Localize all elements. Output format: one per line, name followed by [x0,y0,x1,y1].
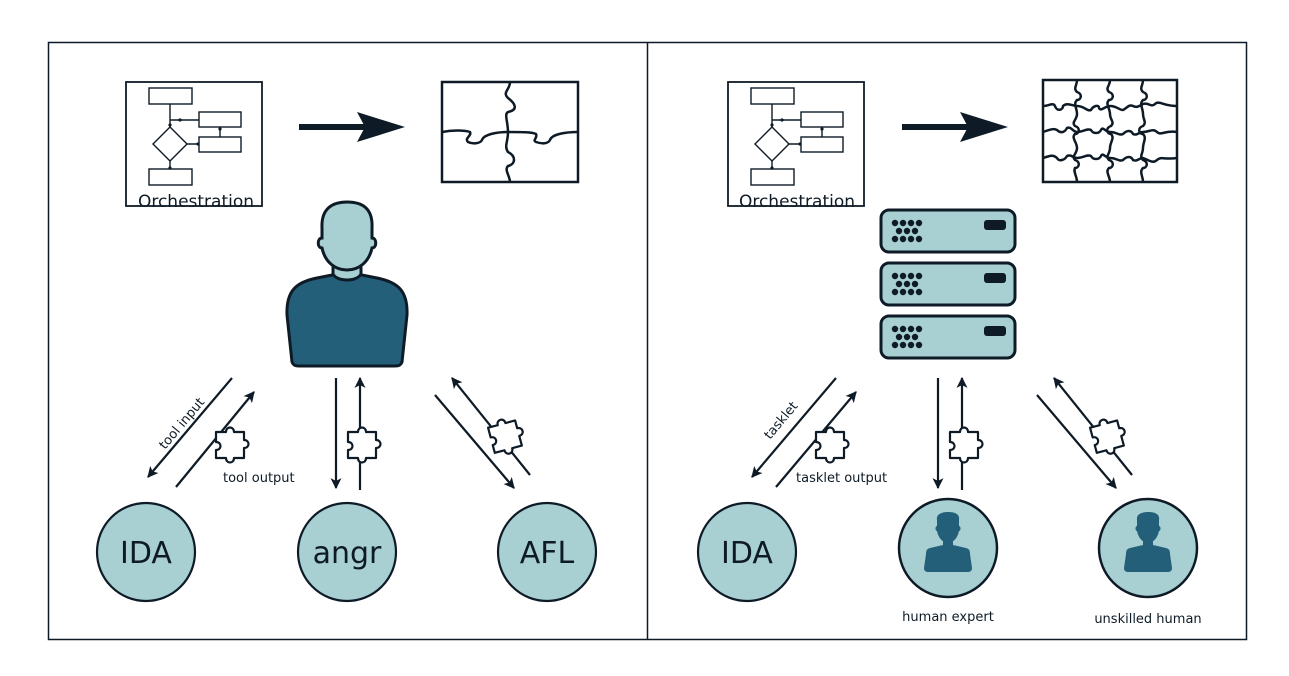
arrow-right-icon [299,112,405,142]
edge-to-ida: tool input tool output [147,377,295,488]
puzzle-piece-icon [1087,413,1131,459]
human-expert-caption: human expert [902,610,994,625]
server-unit [879,314,1017,360]
puzzle-piece-icon [214,426,250,464]
puzzle-piece-icon [346,426,382,464]
tasklet-output-label: tasklet output [796,471,887,486]
flowchart-icon [727,81,865,207]
puzzle-piece-icon [948,426,984,464]
tool-output-label: tool output [223,471,295,486]
server-unit [879,261,1017,307]
server-stack-icon [879,208,1017,360]
node-afl: AFL [496,501,598,603]
tasklet-label: tasklet [762,399,802,442]
node-unskilled-human: unskilled human [1094,497,1202,627]
node-ida: IDA [95,501,197,603]
edge-to-afl [434,377,531,489]
orchestration-label: Orchestration [138,192,254,212]
edge-to-human-expert [932,376,984,490]
node-human-expert: human expert [897,497,999,625]
edge-to-angr [330,376,382,490]
tool-input-label: tool input [157,395,208,452]
human-operator-icon [285,200,409,368]
orchestration-label: Orchestration [739,192,855,212]
node-angr: angr [296,501,398,603]
left-panel: Orchestration tool input tool output [95,80,598,603]
right-panel: Orchestration [696,78,1202,627]
svg-text:AFL: AFL [520,536,575,571]
flowchart-icon [125,81,263,207]
svg-text:IDA: IDA [120,536,172,571]
puzzle-piece-icon [485,413,529,459]
svg-text:IDA: IDA [721,536,773,571]
server-unit [879,208,1017,254]
puzzle-16-icon [1041,78,1179,184]
node-ida: IDA [696,501,798,603]
edge-to-unskilled-human [1036,377,1133,489]
svg-text:angr: angr [313,536,382,571]
edge-to-ida: tasklet tasklet output [751,377,887,488]
arrow-right-icon [902,112,1008,142]
unskilled-human-caption: unskilled human [1094,612,1201,627]
puzzle-4-icon [440,80,580,184]
puzzle-piece-icon [814,426,850,464]
